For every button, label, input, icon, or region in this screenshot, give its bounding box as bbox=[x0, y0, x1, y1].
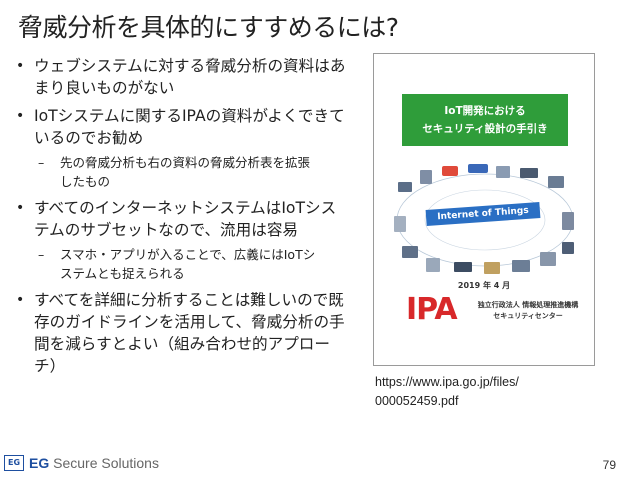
bullet-text: IoTシステムに関するIPAの資料がよくできているのでお勧め bbox=[34, 107, 345, 147]
cover-title-line1: IoT開発における bbox=[444, 105, 526, 117]
sub-bullet-text: 先の脅威分析も右の資料の脅威分析表を拡張したもの bbox=[60, 155, 311, 189]
bullet-text: ウェブシステムに対する脅威分析の資料はあまり良いものがない bbox=[34, 57, 346, 97]
iot-devices-illustration bbox=[394, 164, 574, 274]
page-number: 79 bbox=[602, 458, 616, 472]
bullet-text: すべてを詳細に分析することは難しいので既存のガイドラインを活用して、脅威分析の手… bbox=[34, 291, 345, 375]
company-name-bold: EG bbox=[29, 455, 50, 471]
sub-bullet-item: – スマホ・アプリが入ることで、広義にはIoTシステムとも捉えられる bbox=[38, 245, 354, 283]
cover-date: 2019 年 4 月 bbox=[457, 281, 511, 290]
bullet-glyph: • bbox=[16, 292, 25, 308]
ipa-org-line1: 独立行政法人 情報処理推進機構 bbox=[477, 301, 579, 309]
bullet-item: • IoTシステムに関するIPAの資料がよくできているのでお勧め bbox=[14, 105, 354, 149]
document-cover-image: IoT開発における セキュリティ設計の手引き Internet of Thing… bbox=[373, 53, 595, 366]
bullet-item: • ウェブシステムに対する脅威分析の資料はあまり良いものがない bbox=[14, 55, 354, 99]
source-url-line2: 000052459.pdf bbox=[375, 394, 459, 408]
sub-bullet-text: スマホ・アプリが入ることで、広義にはIoTシステムとも捉えられる bbox=[60, 247, 316, 281]
ipa-org-line2: セキュリティセンター bbox=[493, 312, 563, 320]
cover-title-banner: IoT開発における セキュリティ設計の手引き bbox=[402, 94, 568, 146]
company-logo: EG EG Secure Solutions bbox=[4, 455, 159, 471]
bullet-list: • ウェブシステムに対する脅威分析の資料はあまり良いものがない • IoTシステ… bbox=[14, 55, 354, 383]
bullet-text: すべてのインターネットシステムはIoTシステムのサブセットなので、流用は容易 bbox=[34, 199, 337, 239]
ipa-logo: IPA bbox=[406, 292, 458, 327]
bullet-item: • すべてを詳細に分析することは難しいので既存のガイドラインを活用して、脅威分析… bbox=[14, 289, 354, 377]
slide-title: 脅威分析を具体的にすすめるには? bbox=[18, 13, 399, 42]
company-logo-mark: EG bbox=[4, 455, 24, 471]
sub-bullet-item: – 先の脅威分析も右の資料の脅威分析表を拡張したもの bbox=[38, 153, 354, 191]
cover-title-line2: セキュリティ設計の手引き bbox=[422, 123, 548, 135]
bullet-item: • すべてのインターネットシステムはIoTシステムのサブセットなので、流用は容易 bbox=[14, 197, 354, 241]
sub-bullet-glyph: – bbox=[38, 247, 45, 262]
source-url: https://www.ipa.go.jp/files/ 000052459.p… bbox=[375, 373, 605, 411]
ipa-organization: 独立行政法人 情報処理推進機構 セキュリティセンター bbox=[469, 300, 587, 322]
sub-bullet-glyph: – bbox=[38, 155, 45, 170]
bullet-glyph: • bbox=[16, 58, 25, 74]
bullet-glyph: • bbox=[16, 200, 25, 216]
bullet-glyph: • bbox=[16, 108, 25, 124]
source-url-line1: https://www.ipa.go.jp/files/ bbox=[375, 375, 519, 389]
company-name-rest: Secure Solutions bbox=[49, 455, 159, 471]
company-name: EG Secure Solutions bbox=[29, 455, 159, 471]
